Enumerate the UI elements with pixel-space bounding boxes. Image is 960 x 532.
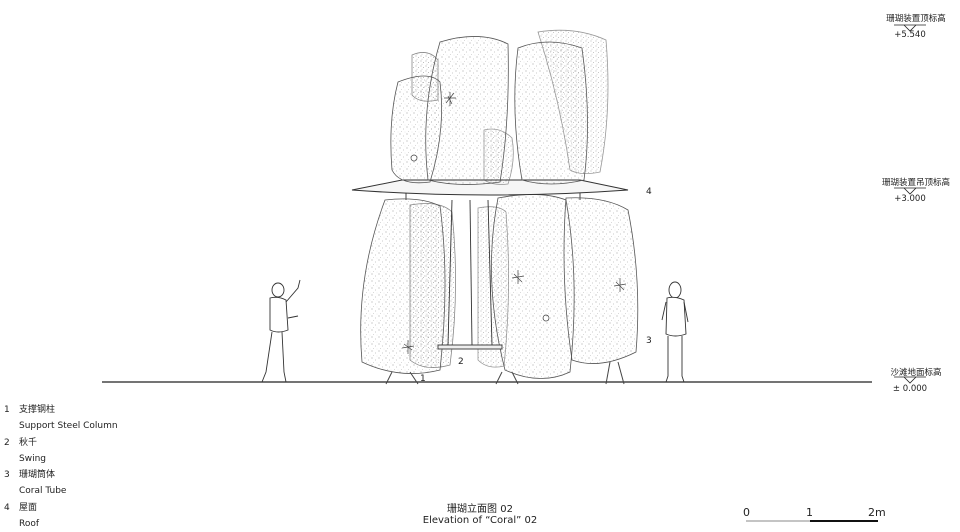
human-figure-left [261, 279, 301, 383]
legend: 1 支撑钢柱 Support Steel Column 2 秋千 Swing 3 珊瑚… [4, 402, 118, 532]
scale-tick-1: 1 [806, 506, 813, 519]
scale-tick-0: 0 [743, 506, 750, 519]
coral-tube [409, 203, 456, 368]
coral-tubes-lower [360, 194, 639, 379]
level-label-top: 珊瑚装置顶标高 [866, 12, 960, 24]
level-label-ground: 沙滩地面标高 [866, 366, 960, 378]
human-figure-right [661, 281, 689, 383]
legend-item-2-en: Swing [19, 453, 46, 464]
level-ceiling-value: +3.000 [894, 194, 926, 204]
level-marker-ceiling [894, 187, 926, 195]
coral-tube [483, 128, 514, 185]
level-value-ground: ± 0.000 [860, 384, 960, 394]
legend-zh: 屋面 [19, 502, 38, 513]
callout-2: 2 [458, 357, 464, 367]
legend-num: 1 [4, 405, 10, 415]
legend-num: 2 [4, 437, 10, 448]
drawing-title-zh: 珊瑚立面图 02 [447, 504, 513, 515]
callout-1: 1 [420, 374, 426, 384]
legend-item-4-en: Roof [19, 519, 40, 530]
level-marker-top [894, 24, 926, 32]
scale-tick-2m: 2m [868, 506, 886, 519]
coral-tubes-upper [390, 29, 609, 185]
legend-item-2-zh: 2 秋千 [4, 435, 118, 451]
scale-bar: 0 1 2m [743, 506, 886, 522]
level-ground-value: ± 0.000 [892, 384, 928, 394]
level-top-name: 珊瑚装置顶标高 [886, 14, 946, 24]
callout-3: 3 [646, 336, 652, 346]
swing [437, 199, 503, 350]
level-ground-name: 沙滩地面标高 [890, 368, 942, 378]
legend-item-4-zh: 4 屋面 [4, 500, 118, 516]
starfish-decorations [401, 92, 627, 354]
legend-num: 4 [4, 502, 10, 513]
legend-zh: 秋千 [19, 437, 38, 448]
legend-item-1-en: Support Steel Column [19, 421, 118, 432]
coral-tube [537, 29, 609, 174]
callout-4: 4 [646, 187, 652, 197]
legend-item-1-zh: 1 支撑钢柱 [4, 402, 118, 418]
level-value-top: +5.540 [860, 30, 960, 40]
level-label-ceiling: 珊瑚装置吊顶标高 [866, 176, 960, 188]
level-top-value: +5.540 [894, 30, 926, 40]
legend-zh: 支撑钢柱 [19, 405, 56, 415]
coral-tube [563, 197, 639, 364]
legend-item-3-zh: 3 珊瑚筒体 [4, 467, 118, 483]
legend-num: 3 [4, 470, 10, 481]
level-marker-ground [894, 376, 926, 384]
legend-item-3-en: Coral Tube [19, 486, 67, 497]
level-value-ceiling: +3.000 [860, 194, 960, 204]
coral-tube [477, 206, 509, 368]
drawing-title-en: Elevation of “Coral” 02 [422, 515, 538, 526]
level-ceiling-name: 珊瑚装置吊顶标高 [881, 178, 950, 188]
legend-zh: 珊瑚筒体 [19, 470, 56, 481]
